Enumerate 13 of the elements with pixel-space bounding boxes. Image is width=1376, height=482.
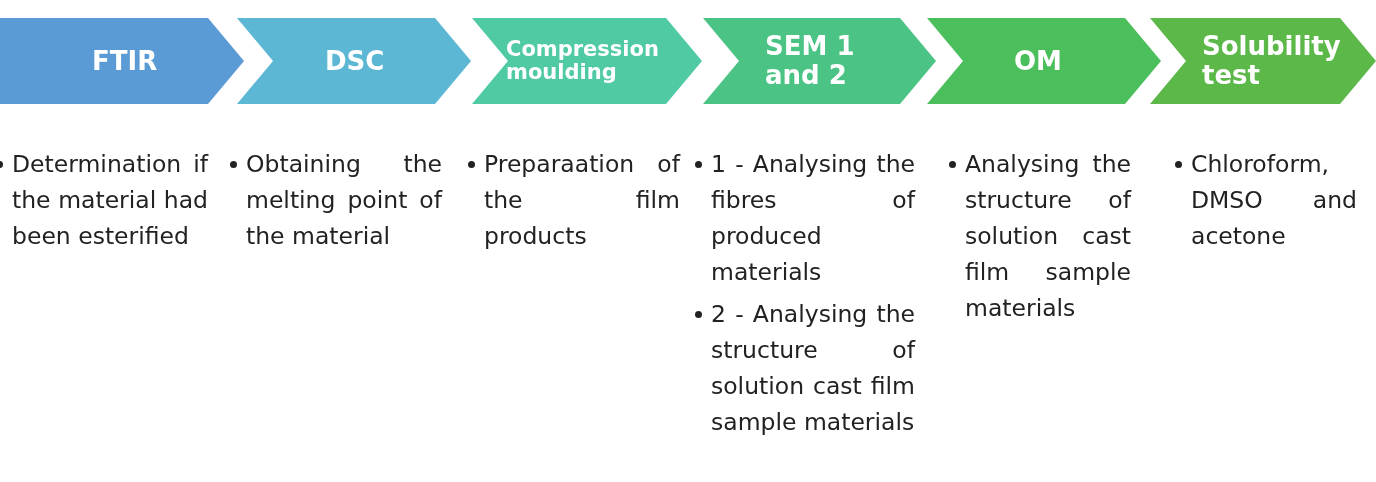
bullet-text: Preparaation of the film products (468, 146, 680, 254)
step-title: Solubility test (1202, 32, 1342, 90)
step-title: FTIR (92, 46, 159, 76)
bullet-text: Obtaining the melting point of the material (230, 146, 442, 254)
step-title: SEM 1 and 2 (765, 32, 856, 90)
bullet-text: 1 - Analysing the fibres of produced materials (695, 146, 915, 290)
bullet-text: Analysing the structure of solution cast film sample materials (949, 146, 1131, 326)
step-title: OM (1014, 46, 1063, 76)
bullet-text: 2 - Analysing the structure of solution cast film sample materials (695, 296, 915, 440)
step-title: Compression moulding (506, 37, 660, 85)
bullet-text: Determination if the material had been esterified (0, 146, 208, 254)
bullet-text: Chloroform, DMSO and acetone (1175, 146, 1357, 254)
step-title: DSC (325, 46, 386, 76)
